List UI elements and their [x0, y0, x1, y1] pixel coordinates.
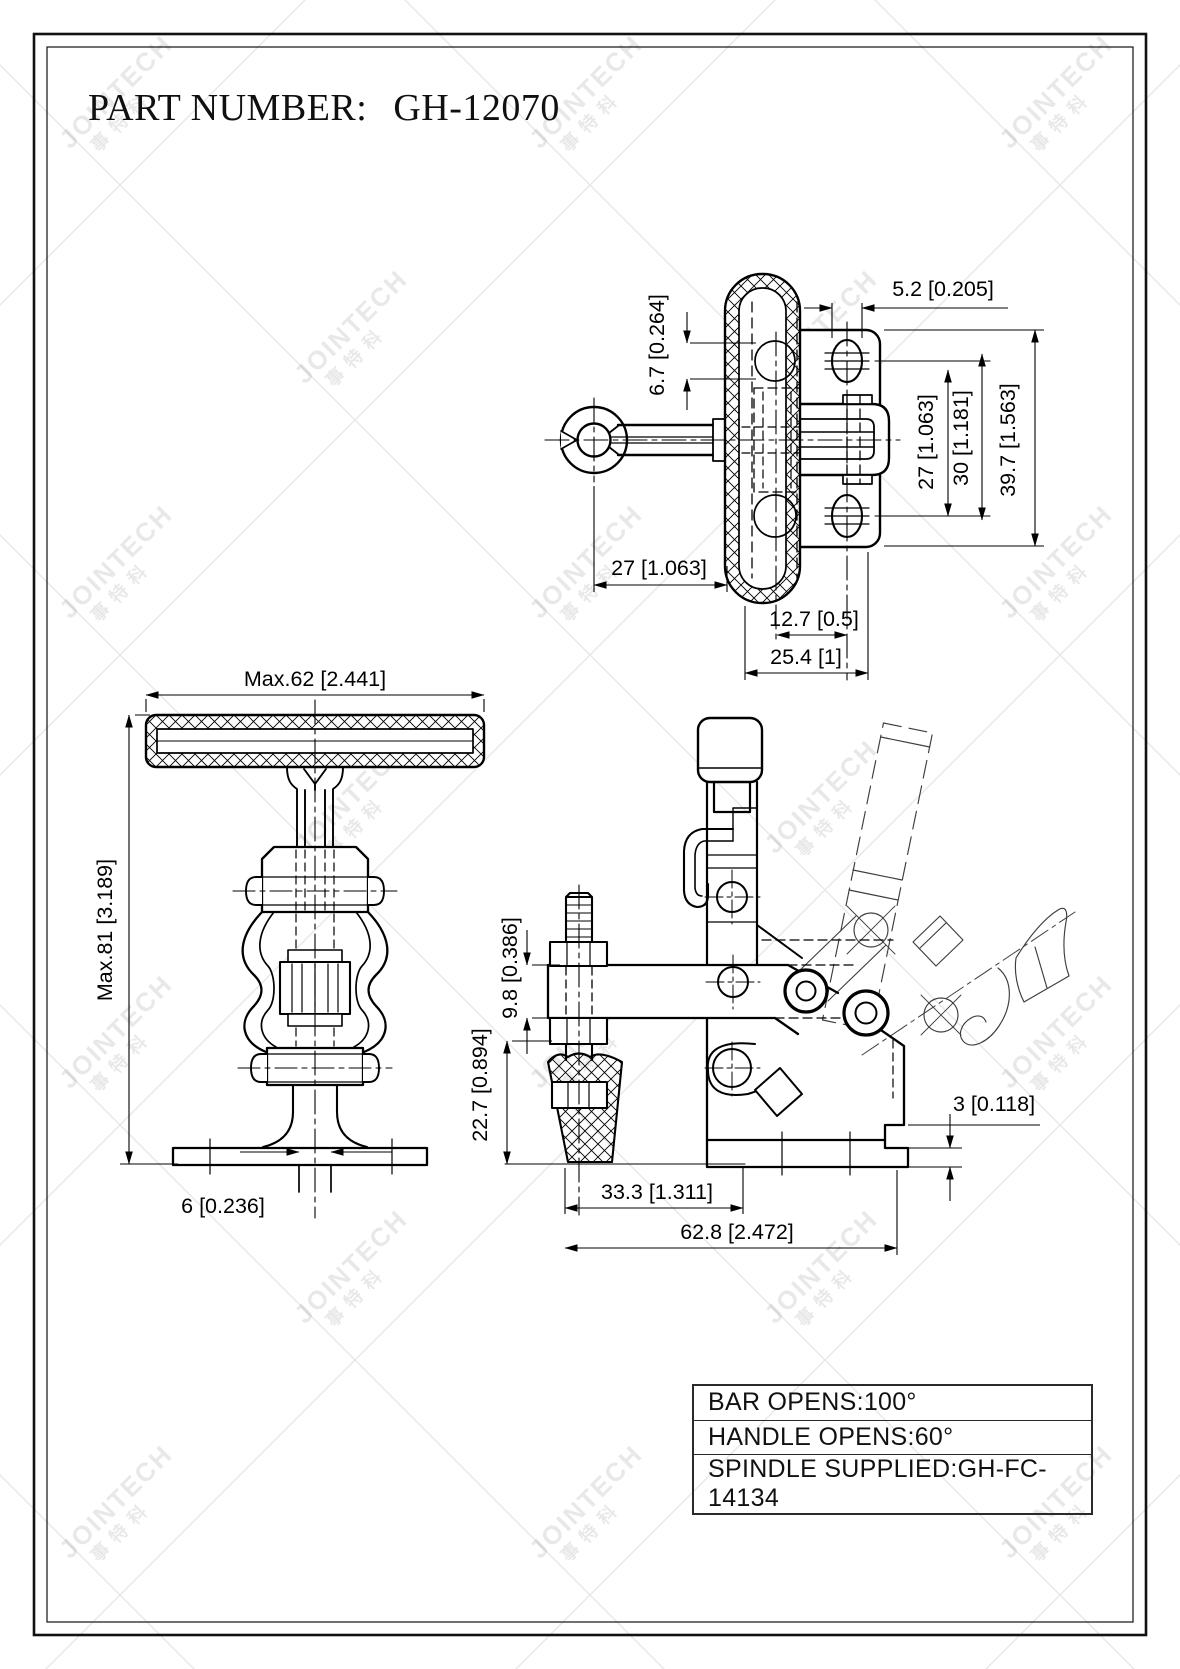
- dim-spindle-to-edge: 33.3 [1.311]: [601, 1180, 713, 1204]
- top-view-drawing: [544, 272, 991, 681]
- spec-row-handle-opens: HANDLE OPENS:60°: [694, 1421, 1091, 1455]
- dim-stem-width: 6 [0.236]: [181, 1194, 265, 1218]
- dim-hole-span: 27 [1.063]: [914, 394, 938, 490]
- dim-bar-section: 9.8 [0.386]: [498, 917, 522, 1019]
- part-number-label: PART NUMBER:: [88, 87, 368, 129]
- part-number-value: GH-12070: [393, 87, 560, 129]
- spec-table: BAR OPENS:100° HANDLE OPENS:60° SPINDLE …: [692, 1384, 1093, 1515]
- dim-spindle-reach: 22.7 [0.894]: [468, 1028, 492, 1142]
- spec-row-spindle-supplied: SPINDLE SUPPLIED:GH-FC-14134: [708, 1455, 1047, 1512]
- dimension-labels: 5.2 [0.205] 6.7 [0.264] 27 [1.063] 30 [1…: [93, 277, 1035, 1244]
- front-view-drawing: [144, 699, 486, 1219]
- dim-base-step: 3 [0.118]: [953, 1092, 1035, 1116]
- page-title: PART NUMBER: GH-12070: [88, 86, 560, 130]
- outer-border: [32, 32, 1148, 1637]
- dim-hole-height: 6.7 [0.264]: [645, 294, 669, 396]
- dimension-annotations: [120, 303, 1044, 1255]
- inner-border: [46, 46, 1134, 1623]
- dim-hole-pitch: 30 [1.181]: [949, 390, 973, 486]
- dim-overall-length: 62.8 [2.472]: [680, 1220, 794, 1244]
- spec-row-bar-opens: BAR OPENS:100°: [694, 1386, 1091, 1421]
- dim-hole-width: 5.2 [0.205]: [892, 277, 994, 301]
- side-view-drawing: [504, 716, 1076, 1216]
- dim-handle-width: Max.62 [2.441]: [244, 667, 386, 691]
- dim-plate-width: 25.4 [1]: [770, 645, 842, 669]
- dim-center-to-hole: 12.7 [0.5]: [769, 607, 859, 631]
- dim-overall-height: Max.81 [3.189]: [93, 859, 117, 1001]
- dim-plate-height: 39.7 [1.563]: [996, 383, 1020, 497]
- dim-eye-to-handle: 27 [1.063]: [611, 556, 707, 580]
